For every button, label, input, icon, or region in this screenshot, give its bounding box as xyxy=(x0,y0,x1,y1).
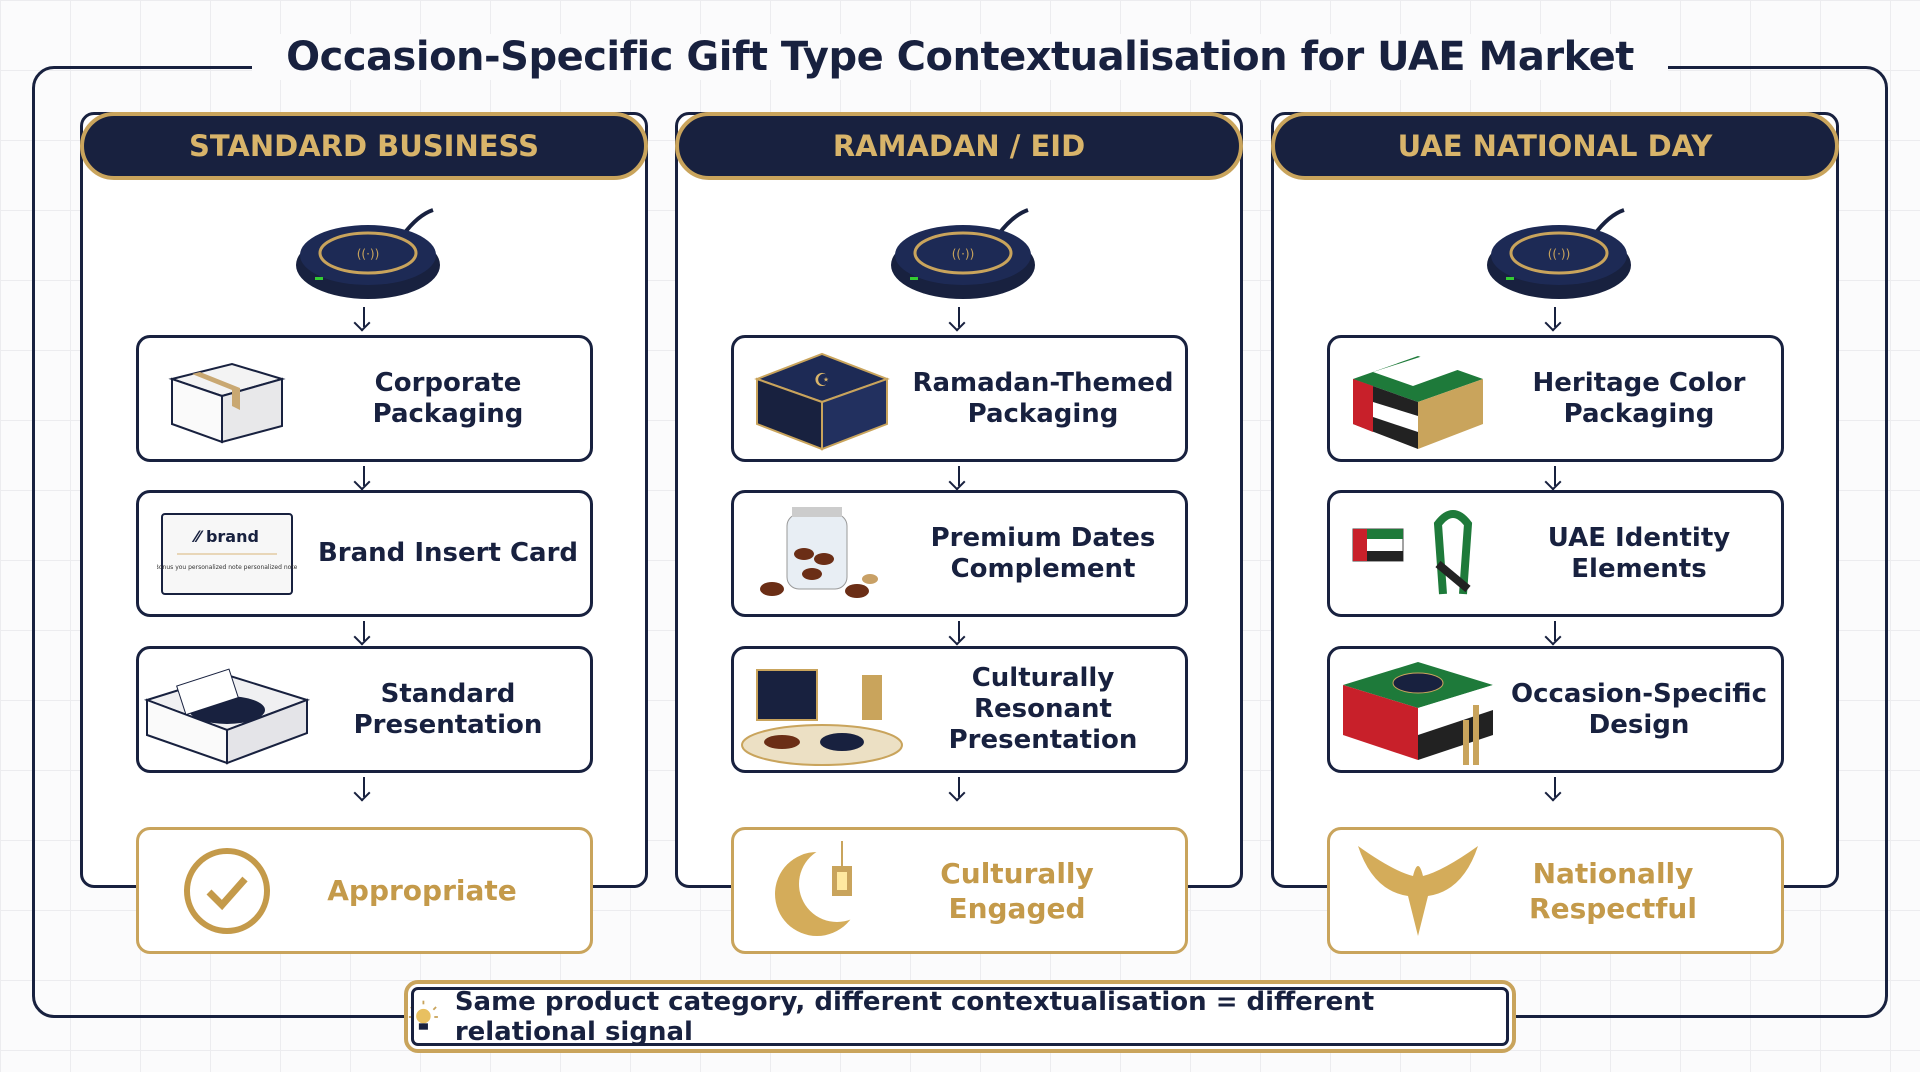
step-label: Standard Presentation xyxy=(353,678,543,740)
column-1: RAMADAN / EID ((·)) ☪ Ramadan-Themed Pac… xyxy=(675,112,1243,954)
checkmark-circle-icon xyxy=(139,846,314,936)
page-title: Occasion-Specific Gift Type Contextualis… xyxy=(0,34,1920,80)
column-header: RAMADAN / EID xyxy=(675,112,1243,180)
arrow-down-icon xyxy=(958,777,960,797)
step-label: Heritage Color Packaging xyxy=(1532,367,1746,429)
arrow-down-icon xyxy=(1554,307,1556,327)
outcome-card: Appropriate xyxy=(136,827,593,954)
step-card: Occasion-Specific Design xyxy=(1327,646,1784,773)
outcome-label: Culturally Engaged xyxy=(940,856,1094,925)
arrow-down-icon xyxy=(363,777,365,797)
wireless-charger-icon: ((·)) xyxy=(293,205,443,309)
dates-jar-icon xyxy=(734,499,909,609)
column-header: STANDARD BUSINESS xyxy=(80,112,648,180)
outcome-label: Appropriate xyxy=(327,874,517,907)
step-card: UAE Identity Elements xyxy=(1327,490,1784,617)
arrow-down-icon xyxy=(958,307,960,327)
svg-text:((·)): ((·)) xyxy=(952,247,975,261)
arrow-down-icon xyxy=(1554,466,1556,486)
step-card: Standard Presentation xyxy=(136,646,593,773)
footer-text: Same product category, different context… xyxy=(454,986,1375,1047)
flag-gift-box-icon xyxy=(1330,650,1505,770)
step-card: Premium Dates Complement xyxy=(731,490,1188,617)
flag-ribbon-icon xyxy=(1330,504,1505,604)
plain-box-icon xyxy=(139,354,314,444)
step-card: Heritage Color Packaging xyxy=(1327,335,1784,462)
outcome-card: Nationally Respectful xyxy=(1327,827,1784,954)
arrow-down-icon xyxy=(958,466,960,486)
falcon-emblem-icon xyxy=(1330,836,1505,946)
column-0: STANDARD BUSINESS ((·)) Corporate Packag… xyxy=(80,112,648,954)
step-label: Ramadan-Themed Packaging xyxy=(912,367,1174,429)
wireless-charger-icon: ((·)) xyxy=(1484,205,1634,309)
open-box-icon xyxy=(139,655,314,765)
step-label: Corporate Packaging xyxy=(372,367,524,429)
svg-text:((·)): ((·)) xyxy=(1548,247,1571,261)
column-header: UAE NATIONAL DAY xyxy=(1271,112,1839,180)
step-label: Culturally Resonant Presentation xyxy=(948,663,1138,755)
outcome-card: Culturally Engaged xyxy=(731,827,1188,954)
arrow-down-icon xyxy=(1554,777,1556,797)
column-2: UAE NATIONAL DAY ((·)) Heritage Color Pa… xyxy=(1271,112,1839,954)
lightbulb-icon xyxy=(408,1000,438,1030)
step-label: UAE Identity Elements xyxy=(1547,522,1731,584)
svg-text:⁄⁄ brand: ⁄⁄ brand xyxy=(191,527,259,546)
step-card: Culturally Resonant Presentation xyxy=(731,646,1188,773)
arrow-down-icon xyxy=(363,621,365,641)
arrow-down-icon xyxy=(363,466,365,486)
step-label: Premium Dates Complement xyxy=(930,522,1156,584)
step-card: Corporate Packaging xyxy=(136,335,593,462)
crescent-lantern-icon xyxy=(734,836,909,946)
step-label: Brand Insert Card xyxy=(317,538,578,568)
wireless-charger-icon: ((·)) xyxy=(888,205,1038,309)
svg-text:((·)): ((·)) xyxy=(357,247,380,261)
svg-text:☪: ☪ xyxy=(813,370,829,391)
footer-banner: Same product category, different context… xyxy=(404,980,1516,1053)
step-label: Occasion-Specific Design xyxy=(1510,678,1767,740)
arrow-down-icon xyxy=(363,307,365,327)
lantern-tray-icon xyxy=(734,650,909,770)
uae-flag-box-icon xyxy=(1330,344,1505,454)
arrow-down-icon xyxy=(958,621,960,641)
outcome-label: Nationally Respectful xyxy=(1529,856,1697,925)
step-card: ☪ Ramadan-Themed Packaging xyxy=(731,335,1188,462)
ramadan-box-icon: ☪ xyxy=(734,344,909,454)
svg-text:Bonus you personalized note pe: Bonus you personalized note personalized… xyxy=(157,564,297,571)
arrow-down-icon xyxy=(1554,621,1556,641)
